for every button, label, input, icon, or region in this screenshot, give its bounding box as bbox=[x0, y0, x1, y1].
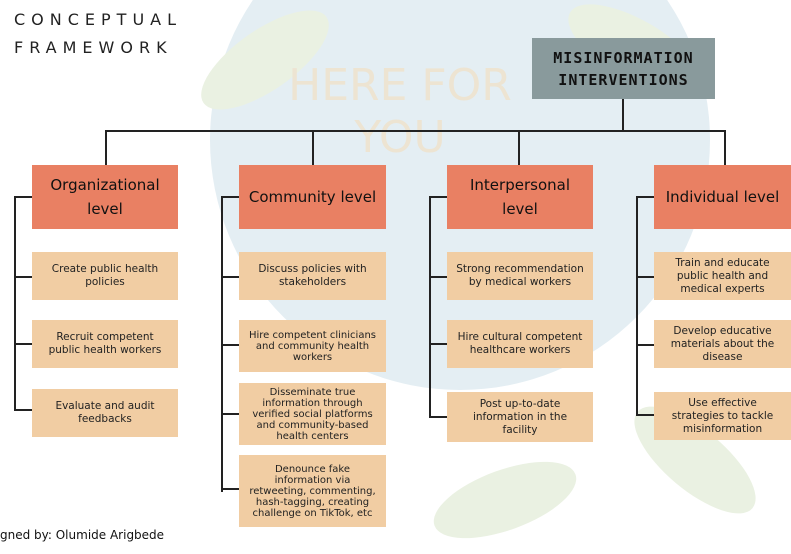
intervention-item: Denounce fake information via retweeting… bbox=[239, 455, 386, 527]
connector-tick bbox=[14, 196, 32, 198]
connector-tick bbox=[636, 276, 654, 278]
intervention-item: Create public health policies bbox=[32, 252, 178, 300]
connector-drop-organizational bbox=[105, 130, 107, 165]
connector-tick bbox=[636, 414, 654, 416]
connector-tick bbox=[221, 488, 239, 490]
connector-spine-interpersonal bbox=[429, 196, 431, 418]
level-individual: Individual level bbox=[654, 165, 791, 229]
connector-tick bbox=[14, 343, 32, 345]
intervention-item: Train and educate public health and medi… bbox=[654, 252, 791, 300]
intervention-item: Disseminate true information through ver… bbox=[239, 383, 386, 445]
intervention-item: Evaluate and audit feedbacks bbox=[32, 389, 178, 437]
connector-spine-individual bbox=[636, 196, 638, 416]
designer-credit: gned by: Olumide Arigbede bbox=[0, 528, 165, 542]
connector-drop-individual bbox=[724, 130, 726, 165]
intervention-item: Post up-to-date information in the facil… bbox=[447, 392, 593, 442]
connector-tick bbox=[429, 343, 447, 345]
intervention-item: Hire cultural competent healthcare worke… bbox=[447, 320, 593, 368]
root-node: MISINFORMATION INTERVENTIONS bbox=[532, 38, 715, 99]
intervention-item: Strong recommendation by medical workers bbox=[447, 252, 593, 300]
background-watermark: HERE FOR YOU bbox=[288, 60, 512, 163]
page-title: CONCEPTUAL FRAMEWORK bbox=[14, 10, 183, 57]
connector-tick bbox=[429, 196, 447, 198]
intervention-item: Hire competent clinicians and community … bbox=[239, 320, 386, 372]
background-leaf bbox=[424, 446, 586, 554]
level-interpersonal: Interpersonal level bbox=[447, 165, 593, 229]
connector-drop-interpersonal bbox=[518, 130, 520, 165]
connector-tick bbox=[221, 344, 239, 346]
connector-root-stem bbox=[622, 99, 624, 130]
connector-tick bbox=[221, 276, 239, 278]
connector-tick bbox=[636, 196, 654, 198]
connector-tick bbox=[636, 344, 654, 346]
intervention-item: Develop educative materials about the di… bbox=[654, 320, 791, 368]
level-organizational: Organizational level bbox=[32, 165, 178, 229]
connector-tick bbox=[221, 196, 239, 198]
intervention-item: Use effective strategies to tackle misin… bbox=[654, 392, 791, 440]
intervention-item: Recruit competent public health workers bbox=[32, 320, 178, 368]
connector-tick bbox=[14, 276, 32, 278]
intervention-item: Discuss policies with stakeholders bbox=[239, 252, 386, 300]
connector-horizontal-bus bbox=[105, 130, 726, 132]
connector-drop-community bbox=[312, 130, 314, 165]
connector-spine-organizational bbox=[14, 196, 16, 410]
connector-tick bbox=[14, 409, 32, 411]
connector-tick bbox=[429, 416, 447, 418]
connector-tick bbox=[429, 276, 447, 278]
connector-tick bbox=[221, 413, 239, 415]
level-community: Community level bbox=[239, 165, 386, 229]
